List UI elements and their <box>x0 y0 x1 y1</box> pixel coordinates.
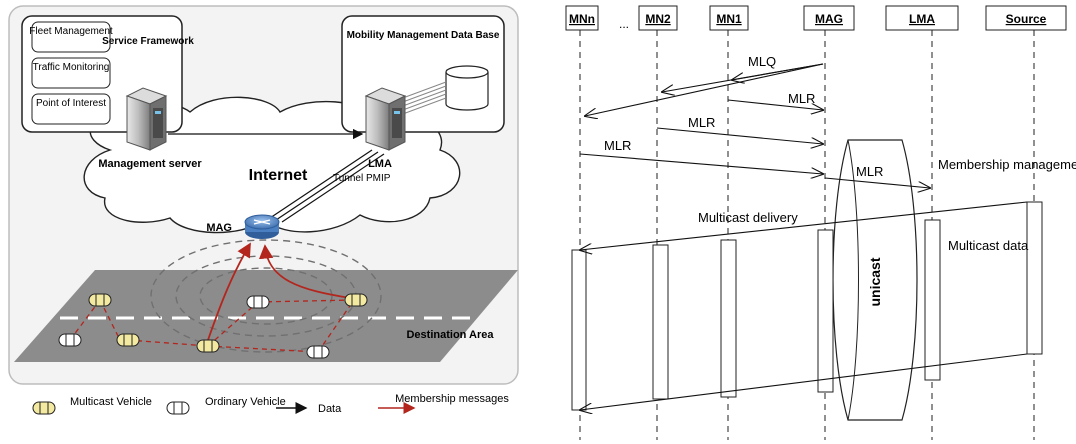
membership-management-label: Membership management <box>938 157 1076 172</box>
lma-label: LMA <box>368 158 392 170</box>
mlq-arrow-to-mnn <box>585 63 824 116</box>
entity-mag: MAG <box>803 5 855 31</box>
legend: Multicast Vehicle Ordinary Vehicle Data … <box>32 393 509 415</box>
network-architecture-diagram: Fleet Management Traffic Monitoring Poin… <box>8 5 519 415</box>
svg-text:MN1: MN1 <box>716 12 742 26</box>
traffic-monitoring-box <box>31 57 111 89</box>
management-server-icon <box>125 87 168 151</box>
database-cylinder-icon <box>445 65 489 111</box>
destination-area-label: Destination Area <box>406 329 494 341</box>
multicast-data-text: Multicast data <box>948 238 1029 253</box>
svg-text:MAG: MAG <box>815 12 843 26</box>
membership-arrow-2 <box>258 244 351 299</box>
entity-ellipsis: ... <box>619 17 629 31</box>
vehicle-membership-links <box>69 299 355 353</box>
multicast-delivery-upper <box>580 201 1028 250</box>
svg-text:LMA: LMA <box>909 12 935 26</box>
fleet-management-label: Fleet Management <box>29 26 113 37</box>
legend-multicast-vehicle-label: Multicast Vehicle <box>70 396 152 408</box>
unicast-tunnel-inner-edge <box>847 139 859 421</box>
multicast-delivery-lower <box>580 353 1028 410</box>
legend-membership-label: Membership messages <box>395 393 509 405</box>
entity-lma: LMA <box>885 5 959 31</box>
legend-ordinary-vehicle-icon <box>166 401 190 415</box>
mlr-arrow-mnn <box>579 153 823 174</box>
membership-management-text: Membership management <box>938 157 1076 172</box>
multicast-data-label: Multicast data <box>948 238 1029 253</box>
svg-text:Source: Source <box>1006 12 1047 26</box>
fleet-management-box <box>31 21 111 53</box>
internet-label: Internet <box>249 167 308 184</box>
unicast-label: unicast <box>867 257 883 306</box>
entity-source: Source <box>985 5 1067 31</box>
multicast-vehicle <box>344 293 368 307</box>
mlq-label: MLQ <box>748 54 776 69</box>
ordinary-vehicle <box>306 345 330 359</box>
membership-arrow-1 <box>207 242 251 341</box>
svg-text:MN2: MN2 <box>645 12 671 26</box>
mlr-arrow-mn1 <box>727 99 823 110</box>
point-of-interest-box <box>31 93 111 125</box>
lma-server-icon <box>364 87 407 151</box>
mm-database-label: Mobility Management Data Base <box>347 30 500 41</box>
legend-ordinary-vehicle-label: Ordinary Vehicle <box>205 396 286 408</box>
mlr-arrow-tunnel <box>824 177 930 188</box>
mag-router-icon <box>244 214 280 239</box>
tunnel-label: Tunnel PMIP <box>333 173 391 184</box>
multicast-vehicle <box>196 339 220 353</box>
ordinary-vehicle <box>246 295 270 309</box>
activation-bars <box>571 201 1043 411</box>
mag-label: MAG <box>206 222 232 234</box>
multicast-delivery-label: Multicast delivery <box>698 210 798 225</box>
multicast-vehicle <box>116 333 140 347</box>
pmip-tunnel <box>269 149 385 223</box>
mlr-label-1: MLR <box>788 91 815 106</box>
mlq-arrow-to-mn2 <box>662 63 824 92</box>
unicast-tunnel <box>832 139 918 421</box>
road <box>14 270 518 362</box>
mlr-label-2: MLR <box>688 115 715 130</box>
legend-data-label: Data <box>318 403 342 415</box>
mlr-arrow-mn2 <box>656 127 823 144</box>
entity-mnn: MNn <box>565 5 599 31</box>
traffic-monitoring-label: Traffic Monitoring <box>33 62 110 73</box>
svg-text:MNn: MNn <box>569 12 595 26</box>
entity-mn2: MN2 <box>638 5 678 31</box>
mlr-label-3: MLR <box>604 138 631 153</box>
mlr-label-tunnel: MLR <box>856 164 883 179</box>
legend-multicast-vehicle-icon <box>32 401 56 415</box>
management-server-label: Management server <box>98 158 202 170</box>
service-framework-label: Service Framework <box>102 36 194 47</box>
multicast-vehicle <box>88 293 112 307</box>
sequence-diagram: MNn ... MN2 MN1 MAG LMA Source <box>565 5 1076 440</box>
entity-mn1: MN1 <box>709 5 749 31</box>
point-of-interest-label: Point of Interest <box>36 98 106 109</box>
ordinary-vehicle <box>58 333 82 347</box>
